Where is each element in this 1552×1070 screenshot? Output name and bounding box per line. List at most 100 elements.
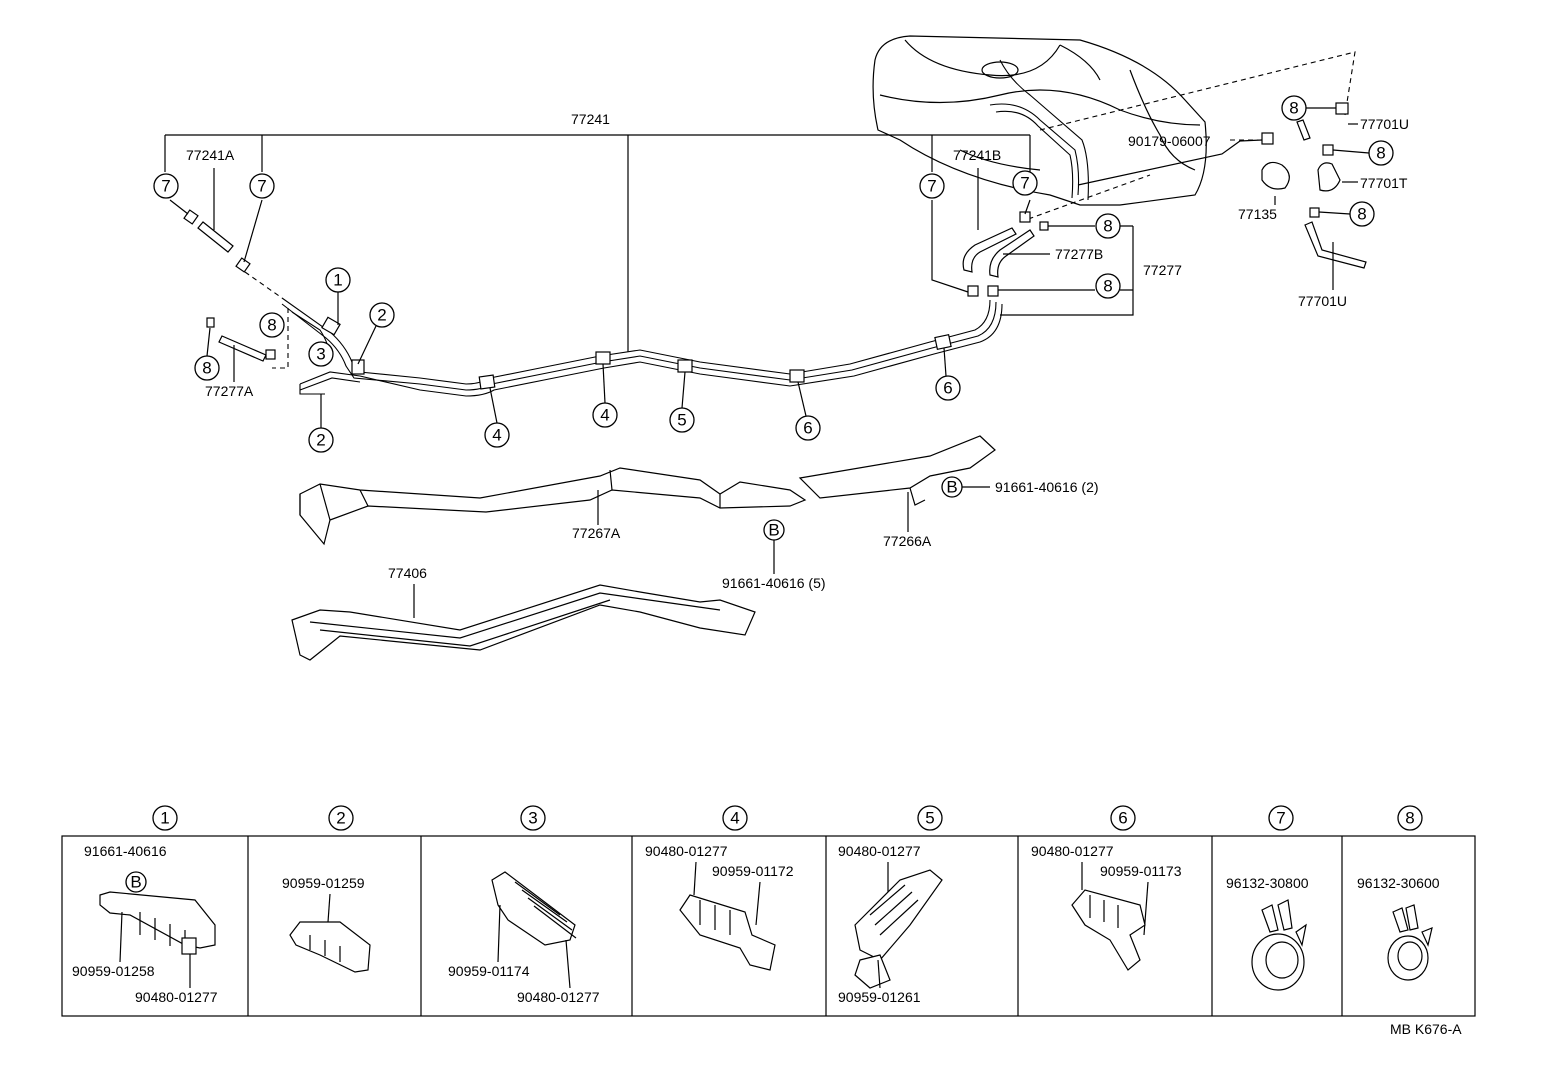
svg-text:8: 8 (1103, 277, 1112, 296)
svg-text:2: 2 (377, 306, 386, 325)
svg-text:7: 7 (1020, 174, 1029, 193)
panel-header-7: 7 (1268, 805, 1294, 831)
callout-7-left-b: 7 (249, 173, 275, 199)
svg-text:4: 4 (492, 426, 501, 445)
callout-8-right-a: 8 (1095, 213, 1121, 239)
svg-text:90959-01258: 90959-01258 (72, 963, 155, 979)
panel-header-1: 1 (152, 805, 178, 831)
callout-8-valve-b: 8 (1368, 140, 1394, 166)
label-77266A: 77266A (883, 533, 932, 549)
svg-text:B: B (768, 521, 779, 540)
callout-8-left: 8 (259, 312, 285, 338)
callout-1: 1 (325, 267, 351, 293)
svg-text:90480-01277: 90480-01277 (838, 843, 921, 859)
callout-6-b: 6 (935, 375, 961, 401)
vent-valve-group (1261, 102, 1367, 269)
svg-text:96132-30600: 96132-30600 (1357, 875, 1440, 891)
panel-header-3: 3 (520, 805, 546, 831)
label-bolt-upper: 91661-40616 (2) (995, 479, 1099, 495)
svg-text:4: 4 (600, 406, 609, 425)
svg-text:3: 3 (316, 345, 325, 364)
label-77406: 77406 (388, 565, 427, 581)
svg-text:8: 8 (1357, 205, 1366, 224)
label-77277A: 77277A (205, 383, 254, 399)
main-fuel-pipes (281, 297, 1003, 397)
callout-8-valve-a: 8 (1281, 95, 1307, 121)
svg-text:91661-40616: 91661-40616 (84, 843, 167, 859)
protector-77267A (299, 467, 807, 546)
panel-header-4: 4 (722, 805, 748, 831)
protector-77266A (798, 435, 996, 506)
svg-text:96132-30800: 96132-30800 (1226, 875, 1309, 891)
svg-text:6: 6 (1118, 809, 1127, 828)
svg-text:8: 8 (202, 359, 211, 378)
callout-B-lower: B (763, 519, 785, 541)
svg-text:90959-01173: 90959-01173 (1100, 863, 1182, 879)
panel-header-5: 5 (917, 805, 943, 831)
clamp-7-lower (235, 257, 251, 273)
callout-6-a: 6 (795, 415, 821, 441)
label-77701T: 77701T (1360, 175, 1408, 191)
svg-text:6: 6 (943, 379, 952, 398)
svg-text:8: 8 (1376, 144, 1385, 163)
svg-text:B: B (130, 873, 141, 892)
protector-77406 (291, 584, 756, 661)
panel-header-8: 8 (1397, 805, 1423, 831)
svg-text:4: 4 (730, 809, 739, 828)
leader-77241 (164, 134, 1031, 352)
svg-text:5: 5 (925, 809, 934, 828)
detail-panel-table: 1 2 3 4 5 6 7 8 91661-40616 B 90959-0125… (61, 805, 1476, 1017)
svg-text:8: 8 (267, 316, 276, 335)
callout-2-lower: 2 (308, 427, 334, 453)
svg-text:90480-01277: 90480-01277 (517, 989, 600, 1005)
svg-text:7: 7 (1276, 809, 1285, 828)
label-77135: 77135 (1238, 206, 1277, 222)
svg-text:1: 1 (333, 271, 342, 290)
label-90179-06007: 90179-06007 (1128, 133, 1211, 149)
svg-text:90959-01261: 90959-01261 (838, 989, 921, 1005)
panel-header-6: 6 (1110, 805, 1136, 831)
callout-8-right-b: 8 (1095, 273, 1121, 299)
leader-77277 (1000, 225, 1134, 316)
svg-text:90959-01172: 90959-01172 (712, 863, 794, 879)
callout-4-a: 4 (484, 422, 510, 448)
callout-7-right-a: 7 (919, 173, 945, 199)
svg-text:B: B (946, 478, 957, 497)
svg-text:90959-01174: 90959-01174 (448, 963, 530, 979)
svg-text:90480-01277: 90480-01277 (645, 843, 728, 859)
svg-text:90480-01277: 90480-01277 (1031, 843, 1114, 859)
callout-8-left-b: 8 (194, 355, 220, 381)
svg-text:1: 1 (160, 809, 169, 828)
label-bolt-lower: 91661-40616 (5) (722, 575, 826, 591)
hose-77241B (962, 227, 1017, 273)
label-77277B: 77277B (1055, 246, 1103, 262)
label-77267A: 77267A (572, 525, 621, 541)
label-77701U-top: 77701U (1360, 116, 1409, 132)
fuel-tank (872, 35, 1207, 206)
label-77277: 77277 (1143, 262, 1182, 278)
callout-4-b: 4 (592, 402, 618, 428)
hose-77241A (197, 221, 234, 253)
svg-text:8: 8 (1103, 217, 1112, 236)
callout-B-upper: B (941, 476, 963, 498)
svg-text:8: 8 (1289, 99, 1298, 118)
svg-text:8: 8 (1405, 809, 1414, 828)
svg-text:7: 7 (257, 177, 266, 196)
svg-text:6: 6 (803, 419, 812, 438)
svg-text:90959-01259: 90959-01259 (282, 875, 365, 891)
svg-text:90480-01277: 90480-01277 (135, 989, 218, 1005)
diagram-reference-code: MB K676-A (1390, 1021, 1462, 1037)
label-77241B: 77241B (953, 147, 1001, 163)
svg-text:7: 7 (161, 177, 170, 196)
label-77241: 77241 (571, 111, 610, 127)
callout-2-upper: 2 (369, 302, 395, 328)
svg-text:7: 7 (927, 177, 936, 196)
callout-3: 3 (308, 341, 334, 367)
panel1-bolt-callout: B (125, 871, 147, 893)
callout-5: 5 (669, 407, 695, 433)
callout-7-left-a: 7 (153, 173, 179, 199)
hose-77277B (989, 229, 1035, 278)
callout-7-right-b: 7 (1012, 170, 1038, 196)
label-77701U-bottom: 77701U (1298, 293, 1347, 309)
